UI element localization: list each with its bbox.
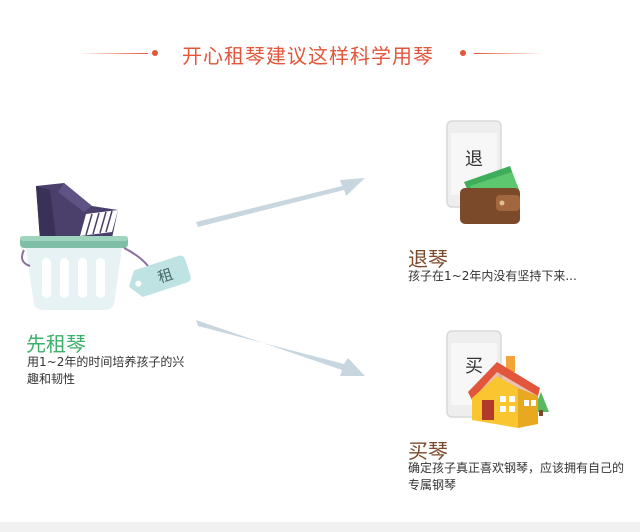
title-divider-left (78, 53, 148, 54)
title-divider-right (474, 53, 544, 54)
rent-tag-label: 租 (155, 265, 175, 287)
phone-wallet-icon: 退 (446, 120, 520, 224)
rent-description: 用1~2年的时间培养孩子的兴趣和韧性 (27, 355, 185, 386)
page-title: 开心租琴建议这样科学用琴 (182, 44, 434, 68)
title-dot-left (152, 50, 158, 56)
bottom-band (0, 522, 640, 532)
rent-tag-icon: 租 (128, 255, 191, 297)
return-phone-label: 退 (465, 149, 483, 170)
piano-basket-icon (20, 183, 149, 310)
phone-house-icon: 买 (446, 330, 549, 428)
title-dot-right (460, 50, 466, 56)
arrow-up-icon (196, 178, 365, 227)
buy-phone-label: 买 (465, 356, 483, 377)
buy-description: 确定孩子真正喜欢钢琴，应该拥有自己的专属钢琴 (408, 461, 625, 492)
arrow-down-icon (196, 320, 365, 376)
return-heading: 退琴 (408, 247, 448, 271)
return-description: 孩子在1~2年内没有坚持下来... (408, 269, 577, 283)
rent-heading: 先租琴 (26, 332, 86, 356)
buy-heading: 买琴 (408, 439, 448, 463)
